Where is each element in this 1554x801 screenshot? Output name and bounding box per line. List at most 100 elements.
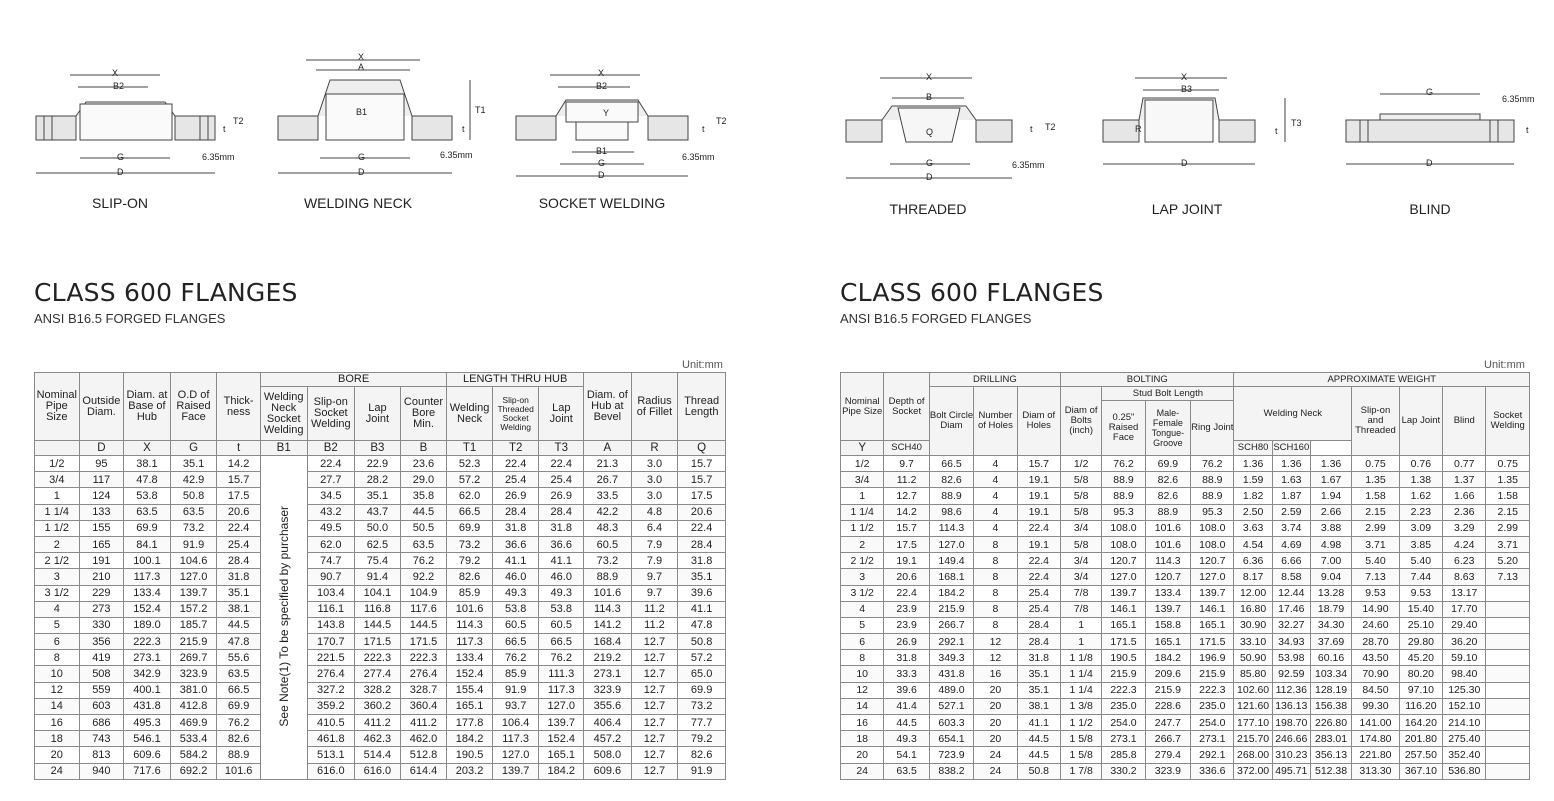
table-cell: 13.28	[1309, 584, 1353, 602]
table-cell: 8.63	[1442, 568, 1487, 586]
table-cell: 12.7	[630, 633, 679, 651]
table-cell: 23.9	[883, 616, 930, 635]
table-cell: 4	[839, 600, 885, 618]
table-cell: 3.0	[630, 471, 679, 489]
table-cell: 4.69	[1271, 535, 1311, 554]
table-cell: 412.8	[169, 697, 218, 716]
table-cell: 12.44	[1271, 584, 1311, 602]
table-cell: 355.6	[583, 697, 632, 716]
table-cell: 69.9	[123, 519, 171, 537]
table-cell: 62.0	[446, 487, 493, 505]
table-cell: 210	[78, 568, 125, 586]
table-cell: 9.7	[883, 454, 930, 473]
table-cell: 8	[973, 535, 1018, 554]
table-cell: 127.0	[1101, 568, 1146, 586]
table-cell: 50.8	[677, 633, 726, 651]
table-cell: 469.9	[169, 713, 218, 732]
table-cell: 76.2	[1190, 454, 1235, 473]
table-cell: 46.0	[491, 568, 540, 586]
table-cell: 273	[78, 600, 125, 618]
table-cell: 2.50	[1233, 503, 1273, 521]
table-cell: 69.9	[1144, 454, 1192, 473]
welding-neck-drawing	[277, 59, 471, 174]
table-cell: 39.6	[677, 584, 726, 602]
caption-blind: BLIND	[1409, 201, 1451, 217]
sym-q: Q	[677, 440, 726, 456]
table-cell: 84.1	[123, 535, 171, 554]
table-cell: 43.2	[306, 503, 356, 521]
table-cell: 14	[34, 697, 80, 716]
table-cell: 31.8	[1016, 649, 1061, 667]
table-cell: 104.9	[399, 584, 448, 602]
table-cell: 164.20	[1398, 713, 1444, 732]
table-cell: 19.1	[1016, 471, 1061, 489]
table-cell: 23.6	[399, 454, 448, 473]
caption-welding-neck: WELDING NECK	[303, 195, 413, 211]
table-cell: 95.3	[1190, 503, 1235, 521]
table-cell: 1.35	[1351, 471, 1400, 489]
table-cell: 7.00	[1309, 552, 1353, 570]
table-cell: 3 1/2	[34, 584, 80, 602]
table-cell: 269.7	[169, 649, 218, 667]
table-cell: 1.66	[1442, 487, 1487, 505]
table-cell: 55.6	[216, 649, 261, 667]
table-cell: 2.59	[1271, 503, 1311, 521]
table-cell: 323.9	[583, 681, 632, 699]
table-cell: 5	[839, 616, 885, 635]
table-cell: 1/2	[839, 454, 885, 473]
table-cell: 25.4	[1016, 600, 1061, 618]
caption-threaded: THREADED	[889, 201, 967, 217]
table-cell: 11.2	[630, 600, 679, 618]
dim-d-label: D	[117, 167, 124, 177]
table-cell: 7.13	[1485, 568, 1530, 586]
table-cell: 22.4	[216, 519, 261, 537]
table-cell: 3.0	[630, 454, 679, 473]
table-cell: 12	[34, 681, 80, 699]
table-cell: 91.9	[169, 535, 218, 554]
dim-g-label: G	[926, 158, 934, 168]
sym-b2: B2	[306, 440, 356, 456]
table-cell: 1.38	[1398, 471, 1444, 489]
table-cell: 4	[973, 503, 1018, 521]
table-cell: 28.70	[1351, 633, 1400, 651]
table-cell: 26.7	[583, 471, 632, 489]
col-raised: 0.25" Raised Face	[1101, 400, 1146, 456]
socket-welding-drawing	[515, 74, 689, 177]
table-cell: 5.20	[1485, 552, 1530, 570]
table-cell	[1485, 746, 1530, 764]
table-cell: 226.80	[1309, 713, 1353, 732]
table-cell: 17.5	[677, 487, 726, 505]
table-cell: 222.3	[1101, 681, 1146, 699]
table-cell: 35.1	[1016, 681, 1061, 699]
table-cell: 155	[78, 519, 125, 537]
dim-g-label: G	[117, 152, 125, 162]
table-cell: 104.1	[354, 584, 401, 602]
table-cell: 139.7	[491, 762, 540, 780]
col-diam-bevel: Diam. of Hub at Bevel	[583, 372, 632, 441]
table-cell: 462.0	[399, 730, 448, 748]
blind-drawing	[1345, 93, 1515, 165]
table-cell: 116.8	[354, 600, 401, 618]
table-cell: 6	[839, 633, 885, 651]
raised-face-label: 6.35mm	[440, 150, 473, 160]
table-cell: 30.90	[1233, 616, 1273, 635]
sym-b1: B1	[259, 440, 308, 456]
table-cell: 25.10	[1398, 616, 1444, 635]
table-cell: 16	[839, 713, 885, 732]
table-cell: 508	[78, 665, 125, 683]
table-cell: 158.8	[1144, 616, 1192, 635]
table-cell: 8	[973, 584, 1018, 602]
table-cell: 1 1/2	[839, 519, 885, 537]
table-cell: 144.5	[354, 616, 401, 635]
dim-d-label: D	[358, 167, 365, 177]
table-cell: 266.7	[1144, 730, 1192, 748]
table-cell: 76.2	[216, 713, 261, 732]
dim-g-label: G	[598, 158, 606, 168]
table-cell: 9.7	[630, 584, 679, 602]
col-len-lap: Lap Joint	[538, 386, 585, 441]
table-cell: 98.6	[928, 503, 975, 521]
